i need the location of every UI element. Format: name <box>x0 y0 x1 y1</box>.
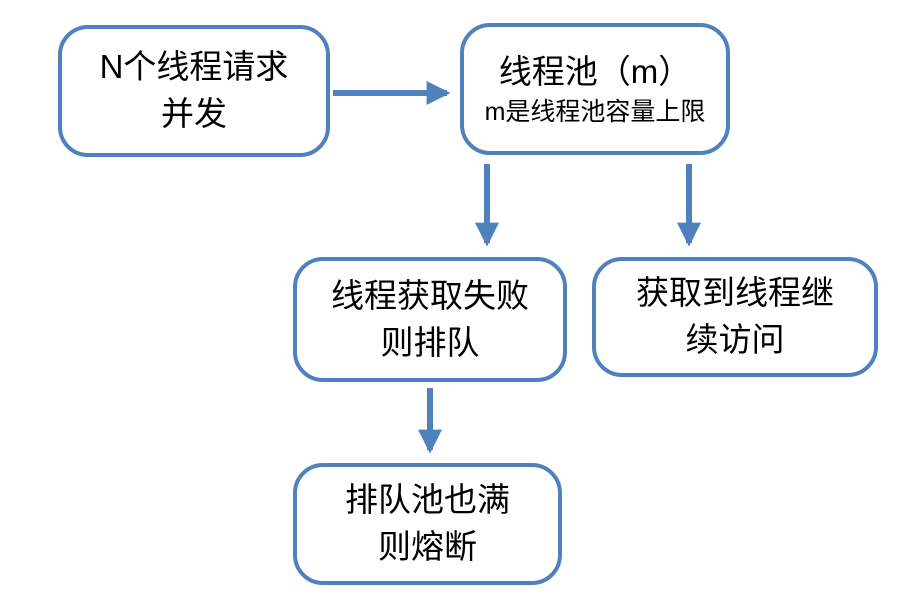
node-thread-pool: 线程池（m） m是线程池容量上限 <box>460 23 730 155</box>
node-continue-access-line1: 获取到线程继 <box>636 274 834 312</box>
node-queue-on-fail-line1: 线程获取失败 <box>331 276 529 314</box>
node-circuit-break-line2: 则熔断 <box>378 528 477 565</box>
node-requests-line1: N个线程请求 <box>99 48 289 86</box>
node-queue-on-fail-line2: 则排队 <box>380 323 480 361</box>
node-queue-on-fail: 线程获取失败 则排队 <box>293 257 567 382</box>
node-circuit-break: 排队池也满 则熔断 <box>293 463 562 585</box>
node-continue-access: 获取到线程继 续访问 <box>592 257 878 377</box>
node-requests-line2: 并发 <box>161 95 227 132</box>
node-thread-pool-title: 线程池（m） <box>498 52 692 90</box>
node-continue-access-line2: 续访问 <box>685 321 785 358</box>
node-requests: N个线程请求 并发 <box>58 25 330 157</box>
node-thread-pool-subtitle: m是线程池容量上限 <box>484 97 706 126</box>
node-circuit-break-line1: 排队池也满 <box>345 481 510 519</box>
